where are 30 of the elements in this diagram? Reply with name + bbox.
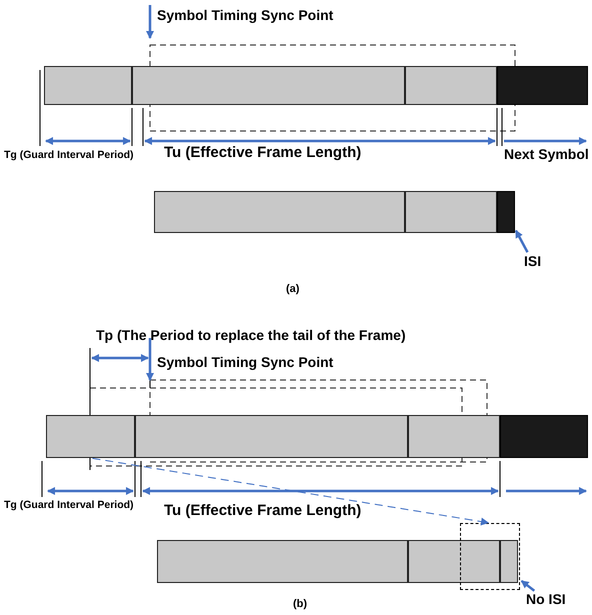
frame-segment xyxy=(135,415,408,458)
next-symbol-segment xyxy=(497,191,515,233)
frame-segment xyxy=(500,540,518,583)
frame-segment xyxy=(157,540,408,583)
frame-segment xyxy=(405,191,497,233)
sync-point-label: Symbol Timing Sync Point xyxy=(157,355,334,370)
dimension-label: Tu (Effective Frame Length) xyxy=(164,503,362,520)
frame-segment xyxy=(154,191,405,233)
frame-segment xyxy=(408,540,500,583)
arrow xyxy=(520,580,536,592)
figure-label: (a) xyxy=(286,283,300,296)
dashed-window xyxy=(460,523,520,590)
sync-point-label: Symbol Timing Sync Point xyxy=(157,8,334,24)
callout-text: No ISI xyxy=(526,592,566,608)
arrow xyxy=(92,458,490,526)
frame-segment xyxy=(405,66,497,105)
frame-segment xyxy=(44,66,132,105)
next-symbol-segment xyxy=(497,66,588,105)
callout-text: ISI xyxy=(524,254,542,270)
dimension-label: Tg (Guard Interval Period) xyxy=(4,500,134,512)
dimension-label: Tu (Effective Frame Length) xyxy=(164,145,362,162)
dimension-label: Tg (Guard Interval Period) xyxy=(4,150,134,162)
frame-segment xyxy=(132,66,405,105)
frame-segment xyxy=(408,415,500,458)
figure-label: (b) xyxy=(293,598,308,610)
arrow xyxy=(514,230,529,253)
next-symbol-segment xyxy=(500,415,588,458)
frame-segment xyxy=(46,415,135,458)
dimension-label: Next Symbol xyxy=(504,147,589,162)
dimension-label: Tp (The Period to replace the tail of the Frame) xyxy=(96,328,406,344)
